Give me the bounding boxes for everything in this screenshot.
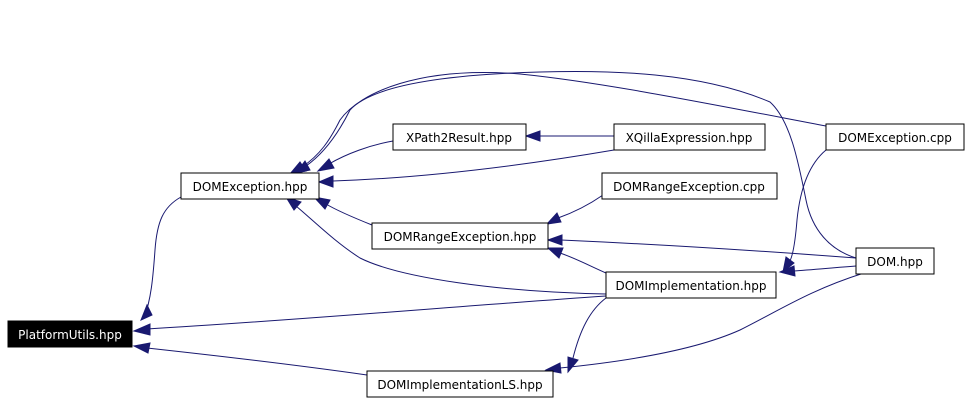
edge-domimplementationls-to-platformutils (132, 342, 368, 376)
node-label: DOMImplementation.hpp (616, 279, 767, 293)
edge-domimplementation-to-domimplementationls (567, 297, 607, 374)
edge-xqillaexpression-to-xpath2result (524, 130, 614, 142)
node-label: DOM.hpp (867, 255, 923, 269)
node-label: DOMException.cpp (838, 131, 952, 145)
node-label: XPath2Result.hpp (406, 131, 512, 145)
node-domrangeexception-cpp[interactable]: DOMRangeException.cpp (601, 172, 778, 200)
node-domexception-hpp[interactable]: DOMException.hpp (180, 172, 320, 200)
edge-domexception-cpp-to-domimplementation (782, 149, 827, 274)
node-xqillaexpression[interactable]: XQillaExpression.hpp (613, 123, 766, 151)
edge-domexception-hpp-to-platformutils (140, 196, 182, 321)
edge-xpath2result-to-domexception-hpp (316, 140, 394, 172)
node-label: XQillaExpression.hpp (626, 131, 753, 145)
node-platformutils[interactable]: PlatformUtils.hpp (7, 320, 133, 348)
node-label: DOMRangeException.cpp (613, 180, 765, 194)
edge-domrangeexception-cpp-to-domrangeexception-hpp (545, 194, 604, 225)
node-domrangeexception-hpp[interactable]: DOMRangeException.hpp (371, 222, 549, 250)
edge-dom-hpp-to-domexception-hpp (294, 70, 857, 259)
node-domimplementationls[interactable]: DOMImplementationLS.hpp (366, 370, 554, 398)
edge-domimplementation-to-platformutils (132, 295, 607, 336)
edge-xqillaexpression-to-domexception-hpp (317, 149, 615, 188)
node-label: DOMRangeException.hpp (384, 230, 537, 244)
node-label: PlatformUtils.hpp (18, 328, 122, 342)
node-xpath2result[interactable]: XPath2Result.hpp (392, 123, 527, 151)
node-dom-hpp[interactable]: DOM.hpp (855, 247, 935, 275)
edge-domrangeexception-hpp-to-domexception-hpp (312, 196, 373, 226)
edge-domimplementation-to-domrangeexception-hpp (546, 247, 607, 274)
edge-dom-hpp-to-domrangeexception-hpp (546, 234, 857, 259)
edge-dom-hpp-to-domimplementation (778, 265, 857, 277)
node-label: DOMImplementationLS.hpp (377, 378, 542, 392)
node-domimplementation[interactable]: DOMImplementation.hpp (605, 271, 777, 299)
node-domexception-cpp[interactable]: DOMException.cpp (825, 123, 965, 151)
node-label: DOMException.hpp (193, 180, 308, 194)
